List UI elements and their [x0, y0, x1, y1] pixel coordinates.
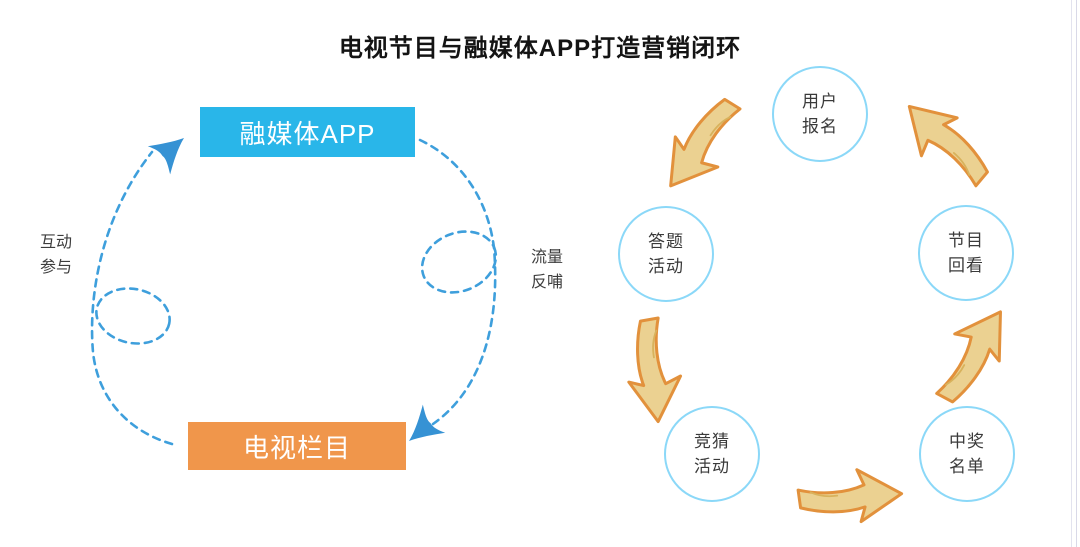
step-label-line: 中奖 — [949, 431, 985, 451]
flow-arrow-mid-right-icon — [935, 310, 1002, 404]
step-label-line: 节目 — [948, 230, 984, 250]
step-label-line: 名单 — [949, 457, 985, 476]
flow-arrow-top-right-icon — [907, 104, 989, 188]
dashed-loop-right — [418, 138, 497, 426]
label-line: 互动 — [40, 234, 73, 251]
cycle-step-program-replay: 节目 回看 — [918, 205, 1014, 301]
dashed-loop-right-curl — [420, 230, 498, 294]
down-arrowhead-icon — [409, 404, 446, 441]
traffic-feedback-label: 流量 反哺 — [531, 246, 563, 296]
flow-arrow-mid-left-icon — [627, 316, 683, 424]
step-label-line: 报名 — [802, 117, 838, 136]
right-edge-divider — [1071, 0, 1072, 547]
flow-arrow-top-left-icon — [669, 97, 742, 188]
label-line: 流量 — [531, 249, 564, 266]
cycle-step-guessing-activity: 竞猜 活动 — [664, 406, 760, 502]
media-app-box: 融媒体APP — [200, 107, 415, 157]
step-label-line: 用户 — [802, 91, 838, 111]
step-label-line: 答题 — [648, 231, 684, 251]
cycle-step-user-registration: 用户 报名 — [772, 66, 868, 162]
dashed-loop-left — [90, 150, 174, 446]
dashed-loop-left-curl — [95, 287, 171, 345]
label-line: 反哺 — [531, 273, 564, 291]
flow-arrow-bottom-icon — [796, 468, 904, 524]
cycle-step-quiz-activity: 答题 活动 — [618, 206, 714, 302]
tv-program-box: 电视栏目 — [188, 422, 406, 470]
up-arrowhead-icon — [147, 138, 184, 175]
step-label-line: 活动 — [648, 257, 684, 276]
right-edge-divider — [1076, 0, 1077, 547]
step-label-line: 活动 — [694, 457, 730, 476]
cycle-step-winners-list: 中奖 名单 — [919, 406, 1015, 502]
label-line: 参与 — [40, 258, 73, 276]
step-label-line: 竞猜 — [694, 431, 730, 451]
page-title: 电视节目与融媒体APP打造营销闭环 — [338, 35, 742, 62]
step-label-line: 回看 — [948, 256, 984, 275]
interaction-participation-label: 互动 参与 — [40, 231, 72, 281]
